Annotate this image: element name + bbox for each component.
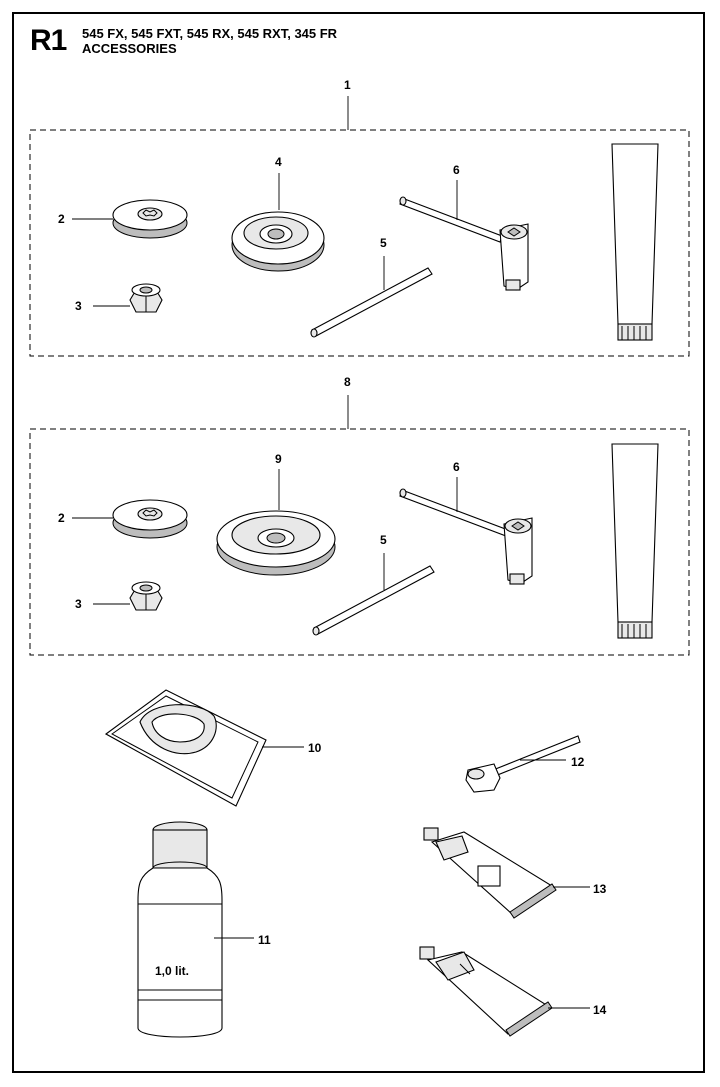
grease-tube-part-14 xyxy=(419,946,553,1037)
support-cup-part-2a xyxy=(112,199,188,239)
callout-5a: 5 xyxy=(380,236,387,250)
section-title: ACCESSORIES xyxy=(82,41,177,56)
combination-spanner-part-6a xyxy=(399,196,529,291)
page-border xyxy=(12,12,705,1073)
callout-11: 11 xyxy=(258,933,271,947)
callout-10: 10 xyxy=(308,741,322,755)
drive-disc-part-4 xyxy=(231,211,325,272)
transport-guard-part-10 xyxy=(104,689,267,807)
callout-6a: 6 xyxy=(453,163,460,177)
callout-2b: 2 xyxy=(58,511,65,525)
callout-3a: 3 xyxy=(75,299,82,313)
model-list: 545 FX, 545 FXT, 545 RX, 545 RXT, 345 FR xyxy=(82,26,338,41)
callout-13: 13 xyxy=(593,882,607,896)
grease-tube-part-13 xyxy=(423,827,557,919)
callout-3b: 3 xyxy=(75,597,82,611)
callout-8: 8 xyxy=(344,375,351,389)
callout-6b: 6 xyxy=(453,460,460,474)
kit-8-group-box xyxy=(29,428,690,656)
oil-bottle-part-11 xyxy=(137,821,223,1038)
callout-12: 12 xyxy=(571,755,585,769)
callout-1: 1 xyxy=(344,78,351,92)
callout-14: 14 xyxy=(593,1003,607,1017)
combination-spanner-part-6b xyxy=(399,488,533,585)
drive-disc-part-9 xyxy=(216,510,336,576)
grease-tube-upright-b xyxy=(611,443,659,639)
callout-5b: 5 xyxy=(380,533,387,547)
oil-volume-label: 1,0 lit. xyxy=(155,964,189,978)
section-code: R1 xyxy=(30,24,67,57)
callout-2a: 2 xyxy=(58,212,65,226)
lock-nut-part-3a xyxy=(129,283,163,313)
kit-1-group-box xyxy=(29,129,690,357)
support-cup-part-2b xyxy=(112,499,188,539)
lock-nut-part-3b xyxy=(129,581,163,611)
locking-pin-part-5a xyxy=(310,267,433,338)
grease-tube-upright-a xyxy=(611,143,659,341)
spanner-part-12 xyxy=(465,735,581,793)
callout-4: 4 xyxy=(275,155,282,169)
callout-9: 9 xyxy=(275,452,282,466)
locking-pin-part-5b xyxy=(312,565,435,636)
